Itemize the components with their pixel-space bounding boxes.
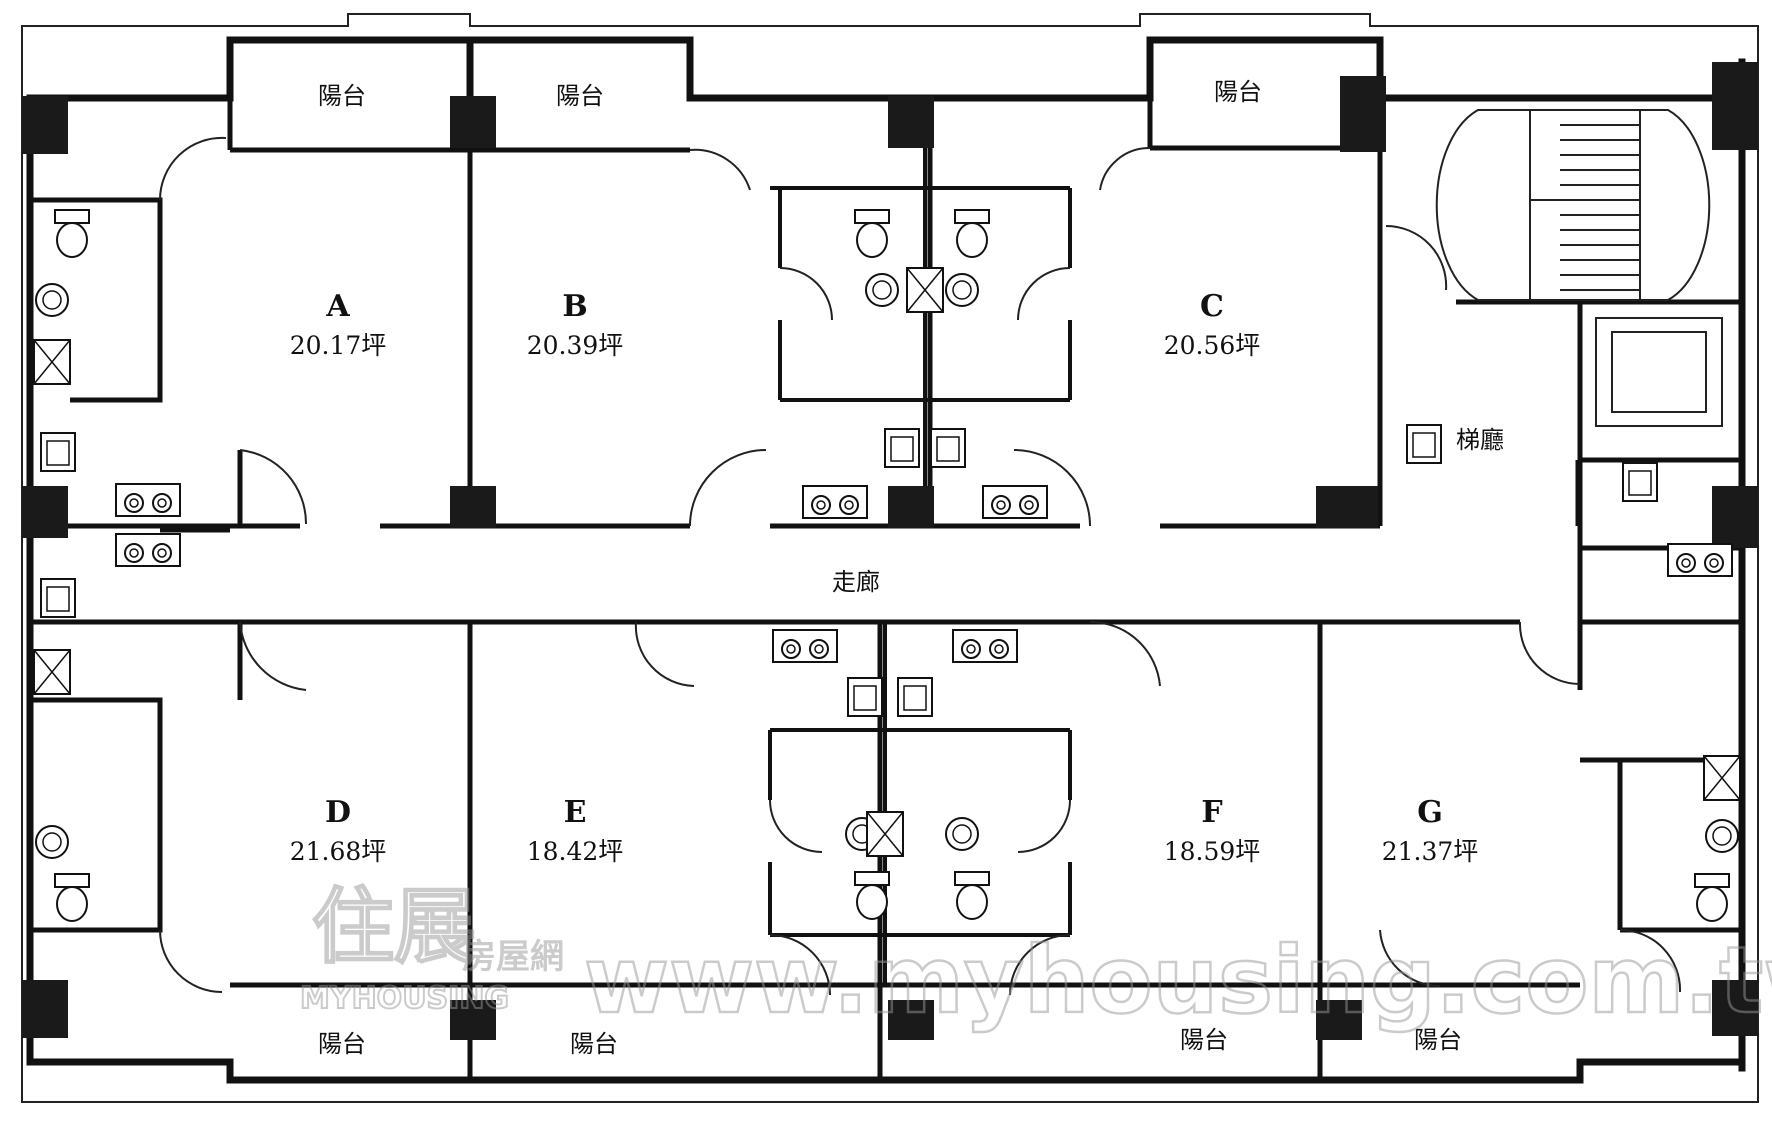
unit-b-letter: B bbox=[562, 289, 587, 324]
sink-icon bbox=[35, 825, 69, 859]
unit-g-letter: G bbox=[1417, 795, 1443, 830]
toilet-icon bbox=[954, 871, 990, 920]
balcony-label: 陽台 bbox=[318, 1030, 366, 1058]
washer-icon bbox=[906, 267, 944, 313]
balcony-label: 陽台 bbox=[1414, 1026, 1462, 1054]
toilet-icon bbox=[954, 209, 990, 258]
toilet-icon bbox=[54, 873, 90, 922]
unit-d-letter: D bbox=[325, 795, 351, 830]
sink-icon bbox=[865, 273, 899, 307]
elevator-hall-label: 梯廳 bbox=[1456, 426, 1504, 454]
washer-icon bbox=[1703, 755, 1741, 801]
kitchen-sink-icon bbox=[884, 428, 920, 468]
kitchen-sink-icon bbox=[847, 677, 883, 717]
kitchen-sink-icon bbox=[897, 677, 933, 717]
balcony-label: 陽台 bbox=[1214, 78, 1262, 106]
stove-icon bbox=[982, 485, 1048, 519]
balcony-label: 陽台 bbox=[1180, 1026, 1228, 1054]
stove-icon bbox=[952, 629, 1018, 663]
bath-partitions bbox=[768, 110, 1072, 985]
site-boundary bbox=[21, 13, 1759, 1103]
kitchen-sink-icon bbox=[40, 432, 76, 472]
balcony-label: 陽台 bbox=[318, 82, 366, 110]
sink-icon bbox=[945, 817, 979, 851]
toilet-icon bbox=[854, 209, 890, 258]
kitchen-sink-icon bbox=[40, 578, 76, 618]
stove-icon bbox=[115, 533, 181, 567]
unit-e-letter: E bbox=[564, 795, 587, 830]
toilet-icon bbox=[54, 209, 90, 258]
door-swings bbox=[158, 136, 1682, 996]
unit-labels: A 20.17坪 B 20.39坪 C 20.56坪 D 21.68坪 E 18… bbox=[290, 289, 1479, 866]
unit-e-area: 18.42坪 bbox=[527, 837, 624, 866]
watermark-brand-en: MYHOUSING bbox=[300, 981, 509, 1016]
kitchen-sink-icon bbox=[1622, 462, 1658, 502]
kitchen-sink-icon bbox=[1406, 424, 1442, 464]
watermark-url: www.myhousing.com.tw bbox=[584, 927, 1772, 1034]
stove-icon bbox=[115, 483, 181, 517]
watermark: 住展 房屋網 MYHOUSING www.myhousing.com.tw bbox=[299, 879, 1772, 1035]
stove-icon bbox=[772, 629, 838, 663]
bath-fixtures bbox=[35, 209, 1741, 922]
unit-b-area: 20.39坪 bbox=[527, 331, 624, 360]
elevator bbox=[1595, 317, 1723, 427]
stove-icon bbox=[802, 485, 868, 519]
unit-g-area: 21.37坪 bbox=[1382, 837, 1479, 866]
unit-c-letter: C bbox=[1200, 289, 1224, 324]
washer-icon bbox=[866, 811, 904, 857]
washer-icon bbox=[33, 339, 71, 385]
corridor-label: 走廊 bbox=[832, 568, 880, 596]
kitchen-sink-icon bbox=[930, 428, 966, 468]
toilet-icon bbox=[854, 871, 890, 920]
unit-f-area: 18.59坪 bbox=[1164, 837, 1261, 866]
watermark-logo: 住展 bbox=[312, 880, 476, 975]
staircase bbox=[1435, 109, 1711, 301]
unit-c-area: 20.56坪 bbox=[1164, 331, 1261, 360]
room-labels: 陽台 陽台 陽台 梯廳 走廊 陽台 陽台 陽台 陽台 bbox=[318, 78, 1504, 1058]
unit-a-area: 20.17坪 bbox=[290, 331, 387, 360]
structural-columns bbox=[22, 62, 1758, 1040]
unit-a-letter: A bbox=[325, 289, 350, 324]
toilet-icon bbox=[1694, 873, 1730, 922]
unit-d-area: 21.68坪 bbox=[290, 837, 387, 866]
balcony-label: 陽台 bbox=[556, 82, 604, 110]
washer-icon bbox=[33, 649, 71, 695]
balcony-label: 陽台 bbox=[570, 1030, 618, 1058]
stove-icon bbox=[1667, 543, 1733, 577]
sink-icon bbox=[1705, 819, 1739, 853]
sink-icon bbox=[35, 283, 69, 317]
unit-f-letter: F bbox=[1201, 795, 1222, 830]
watermark-brand-cn: 房屋網 bbox=[462, 937, 564, 977]
sink-icon bbox=[945, 273, 979, 307]
